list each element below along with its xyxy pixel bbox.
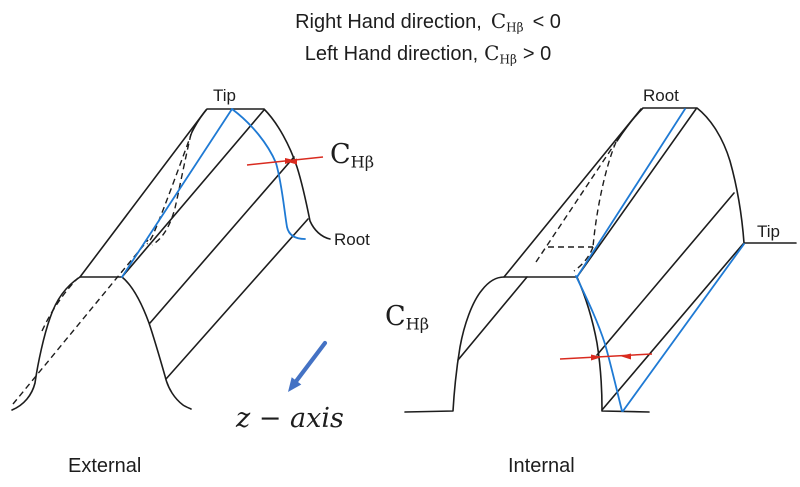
diagram-title: Right Hand direction,CHβ< 0 Left Hand di… <box>295 8 561 73</box>
external-hidden-base-edge <box>12 239 149 405</box>
internal-root-left-edge <box>503 108 642 278</box>
external-root-label: Root <box>334 230 370 249</box>
external-helix-back-curve <box>231 108 306 240</box>
internal-front-profile <box>404 276 650 413</box>
title-line1-relation: < 0 <box>532 11 561 33</box>
external-back-profile <box>191 108 331 240</box>
internal-deviation-line <box>559 353 653 360</box>
internal-hidden-helix-hook <box>573 246 594 272</box>
external-hidden-front-fillet <box>41 277 79 332</box>
external-root-edge <box>165 218 309 380</box>
internal-left-flank-edge <box>457 276 528 361</box>
z-axis-label: z − axis <box>236 403 344 434</box>
title-line-left-hand: Left Hand direction,CHβ> 0 <box>295 40 561 72</box>
internal-helix-front-curve <box>575 275 623 412</box>
internal-helix-line <box>576 108 686 278</box>
internal-root-right-edge <box>576 108 697 278</box>
z-axis-arrowhead <box>288 377 302 392</box>
internal-tip-edge <box>601 243 744 411</box>
external-helix-line <box>121 108 233 278</box>
external-deviation-symbol: CHβ <box>330 139 375 172</box>
external-front-profile <box>11 276 192 411</box>
title-line2-text: Left Hand direction, <box>304 43 479 66</box>
internal-tip-label: Tip <box>757 222 780 241</box>
external-deviation-arrow-left <box>286 158 297 165</box>
title-line1-symbol: CHβ <box>490 9 524 35</box>
external-deviation-marker <box>246 156 324 166</box>
internal-deviation-symbol: CHβ <box>385 301 430 334</box>
internal-mid-flank-edge <box>596 192 735 356</box>
internal-deviation-marker <box>559 353 653 361</box>
internal-deviation-arrow-left <box>620 353 631 360</box>
external-gear-figure <box>11 108 331 411</box>
internal-root-label: Root <box>643 86 679 105</box>
internal-hidden-base-edge <box>535 144 615 263</box>
internal-deviation-arrow-right <box>591 354 602 361</box>
title-line-right-hand: Right Hand direction, CHβ < 0 <box>295 8 561 40</box>
title-line2-symbol: CHβ <box>484 41 517 67</box>
internal-caption: Internal <box>508 455 575 477</box>
internal-helix-tip-line <box>622 243 745 412</box>
title-line2-relation: > 0 <box>522 43 552 66</box>
external-mid-flank-edge <box>149 156 295 324</box>
external-caption: External <box>68 455 142 477</box>
z-axis-arrow-shaft <box>291 340 328 387</box>
title-line1-text: Right Hand direction, <box>295 11 482 33</box>
z-axis-arrow <box>288 340 328 392</box>
external-hidden-helix-deviation <box>151 133 192 246</box>
external-tip-left-edge <box>79 109 207 278</box>
external-hidden-back-flank <box>146 131 193 245</box>
internal-hidden-back-flank <box>592 141 617 248</box>
external-tip-label: Tip <box>213 86 236 105</box>
internal-gear-figure <box>404 107 797 413</box>
external-tip-right-edge <box>121 109 265 278</box>
